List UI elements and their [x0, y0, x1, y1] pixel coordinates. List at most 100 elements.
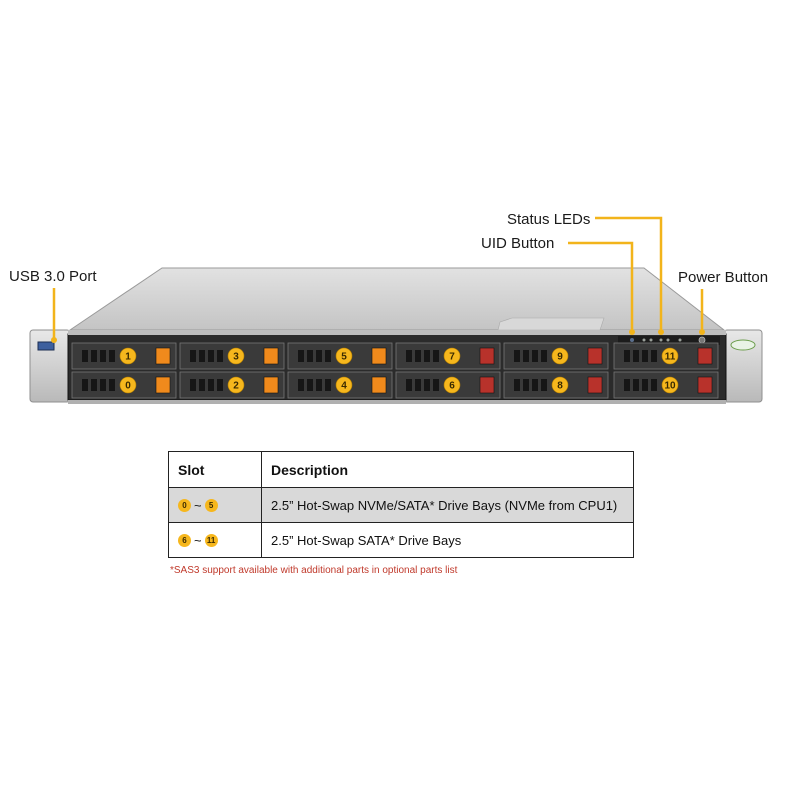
drive-vent — [199, 379, 205, 391]
drive-vent — [91, 350, 97, 362]
drive-vent — [514, 350, 520, 362]
left-rack-ear — [29, 329, 71, 403]
drive-bay[interactable]: 10 — [613, 371, 719, 399]
drive-vent — [91, 379, 97, 391]
table-row: 0~5 2.5” Hot-Swap NVMe/SATA* Drive Bays … — [168, 487, 634, 523]
drive-vent — [82, 379, 88, 391]
drive-vent — [100, 379, 106, 391]
drive-vent — [523, 379, 529, 391]
slot-number-badge — [443, 347, 461, 365]
chassis-lid-panel — [497, 317, 605, 331]
slot-header: Slot — [168, 451, 262, 488]
drive-release-tab[interactable] — [263, 347, 279, 365]
drive-vent — [109, 379, 115, 391]
uid-button[interactable] — [630, 338, 634, 342]
drive-vent — [532, 379, 538, 391]
status-led-2 — [649, 338, 653, 342]
drive-bay[interactable]: 2 — [179, 371, 285, 399]
slot-number-label: 10 — [664, 381, 676, 392]
drive-release-tab[interactable] — [587, 376, 603, 394]
drive-bay[interactable]: 7 — [395, 342, 501, 370]
power-button-label: Power Button — [678, 269, 768, 286]
drive-bay[interactable]: 4 — [287, 371, 393, 399]
drive-bay[interactable]: 3 — [179, 342, 285, 370]
slot-number-label: 6 — [449, 381, 455, 392]
drive-bay[interactable]: 8 — [503, 371, 609, 399]
drive-vent — [541, 350, 547, 362]
usb-callout-dot — [51, 337, 57, 343]
drive-vent — [316, 379, 322, 391]
drive-release-tab[interactable] — [697, 347, 713, 365]
slot-badge-start: 6 — [178, 534, 191, 548]
drive-vent — [208, 379, 214, 391]
footnote: *SAS3 support available with additional … — [170, 565, 458, 576]
power-button[interactable] — [698, 336, 706, 344]
drive-vent — [523, 350, 529, 362]
drive-release-tab[interactable] — [479, 376, 495, 394]
drive-bay[interactable]: 1 — [71, 342, 177, 370]
drive-vent — [316, 350, 322, 362]
uid-button-callout-line — [568, 241, 634, 331]
drive-vent — [624, 379, 630, 391]
drive-vent — [217, 379, 223, 391]
slot-number-label: 0 — [125, 381, 131, 392]
slot-number-badge — [227, 376, 245, 394]
slot-number-badge — [551, 376, 569, 394]
drive-release-tab[interactable] — [371, 347, 387, 365]
drive-vent — [406, 350, 412, 362]
drive-vent — [199, 350, 205, 362]
drive-release-tab[interactable] — [479, 347, 495, 365]
slot-number-badge — [335, 376, 353, 394]
slot-number-label: 5 — [341, 352, 347, 363]
drive-vent — [642, 379, 648, 391]
drive-vent — [633, 379, 639, 391]
drive-vent — [190, 350, 196, 362]
drive-bay[interactable]: 0 — [71, 371, 177, 399]
status-led-5 — [678, 338, 682, 342]
description-cell: 2.5” Hot-Swap NVMe/SATA* Drive Bays (NVM… — [261, 487, 634, 523]
drive-bay[interactable]: 6 — [395, 371, 501, 399]
drive-release-tab[interactable] — [263, 376, 279, 394]
slot-number-badge — [227, 347, 245, 365]
usb-port[interactable] — [37, 341, 55, 351]
drive-vent — [325, 379, 331, 391]
vendor-logo — [730, 339, 756, 351]
drive-vent — [642, 350, 648, 362]
slot-number-label: 1 — [125, 352, 131, 363]
slot-badge-start: 0 — [178, 499, 191, 513]
drive-bay[interactable]: 11 — [613, 342, 719, 370]
drive-vent — [190, 379, 196, 391]
drive-vent — [217, 350, 223, 362]
slot-number-badge — [551, 347, 569, 365]
front-frame — [68, 330, 726, 335]
drive-release-tab[interactable] — [587, 347, 603, 365]
drive-vent — [82, 350, 88, 362]
drive-vent — [307, 379, 313, 391]
drive-vent — [424, 350, 430, 362]
description-cell: 2.5” Hot-Swap SATA* Drive Bays — [261, 522, 634, 558]
drive-release-tab[interactable] — [371, 376, 387, 394]
slot-number-badge — [443, 376, 461, 394]
drive-bay[interactable]: 9 — [503, 342, 609, 370]
drive-release-tab[interactable] — [697, 376, 713, 394]
slot-number-badge — [661, 376, 679, 394]
slot-number-label: 9 — [557, 352, 563, 363]
uid-button-label: UID Button — [481, 235, 554, 252]
drive-vent — [406, 379, 412, 391]
drive-vent — [208, 350, 214, 362]
drive-vent — [541, 379, 547, 391]
slot-number-label: 7 — [449, 352, 455, 363]
drive-vent — [532, 350, 538, 362]
drive-vent — [109, 350, 115, 362]
slot-number-label: 3 — [233, 352, 239, 363]
slot-range-tilde: ~ — [194, 533, 202, 549]
drive-vent — [325, 350, 331, 362]
drive-bay[interactable]: 5 — [287, 342, 393, 370]
slot-badge-end: 11 — [204, 534, 218, 548]
drive-release-tab[interactable] — [155, 376, 171, 394]
drive-vent — [100, 350, 106, 362]
callout-lines — [52, 216, 704, 340]
drive-release-tab[interactable] — [155, 347, 171, 365]
